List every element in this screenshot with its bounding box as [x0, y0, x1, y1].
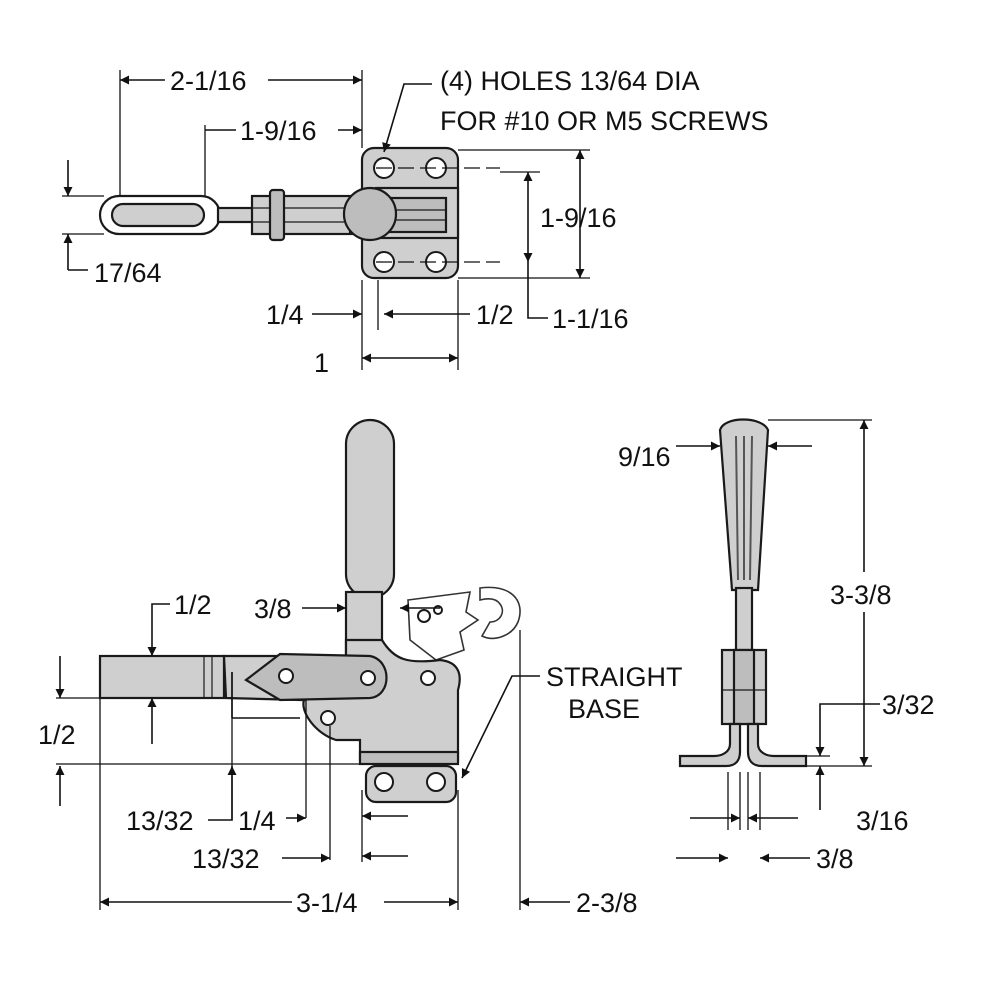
dim-pivot-offset-c: 13/32 — [192, 844, 260, 874]
dim-top-hole-spacing-vertical: 1-9/16 — [540, 203, 617, 233]
dim-base-flange: 3/8 — [816, 844, 854, 874]
dim-top-width-overall: 2-1/16 — [170, 66, 247, 96]
side-view: 3/8 1/2 1/2 STRAIGHT BASE 13/32 1/4 13/3… — [38, 418, 683, 918]
side-ghost-arm — [407, 591, 480, 661]
end-base-feet — [678, 722, 742, 768]
top-pivot-hub — [342, 186, 398, 242]
top-handle-slot — [110, 202, 206, 228]
dim-handle-loop-height: 17/64 — [94, 258, 162, 288]
end-view: 9/16 3-3/8 3/32 3/16 3/8 — [618, 418, 935, 874]
side-handle-grip — [344, 418, 396, 600]
dim-side-height: 1/2 — [38, 720, 76, 750]
side-base-hole-2 — [426, 772, 446, 792]
side-base — [358, 750, 460, 766]
dim-open-clearance: 2-3/8 — [576, 888, 638, 918]
dim-top-width-inner: 1-9/16 — [240, 116, 317, 146]
end-body-inner — [732, 648, 756, 726]
dim-handle-offset: 3/8 — [254, 594, 292, 624]
dim-top-edge-offset: 1/4 — [266, 300, 304, 330]
dim-top-hole-spacing-horizontal: 1/2 — [476, 300, 514, 330]
holes-note-line2: FOR #10 OR M5 SCREWS — [440, 106, 769, 136]
dim-overall-length: 3-1/4 — [296, 888, 358, 918]
dim-slot-width: 3/16 — [856, 806, 909, 836]
side-pivot-1 — [278, 668, 294, 684]
side-pivot-4 — [320, 710, 336, 726]
top-arm-rivet-left — [268, 188, 286, 242]
dim-pivot-offset-b: 1/4 — [238, 806, 276, 836]
top-view: 2-1/16 1-9/16 (4) HOLES 13/64 DIA FOR #1… — [62, 66, 769, 378]
dim-pivot-offset-a: 13/32 — [126, 806, 194, 836]
end-handle-shaft — [734, 586, 754, 654]
straight-base-line1: STRAIGHT — [546, 662, 683, 692]
side-base-hole-1 — [374, 772, 394, 792]
straight-base-line2: BASE — [568, 694, 640, 724]
side-frame — [302, 638, 461, 762]
dim-bar-height: 1/2 — [174, 590, 212, 620]
side-toggle-link — [244, 652, 388, 702]
holes-note-line1: (4) HOLES 13/64 DIA — [440, 66, 700, 96]
top-arm-body — [250, 194, 354, 236]
side-pivot-3 — [420, 670, 436, 686]
dim-top-base-width: 1 — [314, 348, 329, 378]
side-clamp-bar — [98, 654, 226, 700]
dim-handle-height: 3-3/8 — [830, 580, 892, 610]
side-ghost-hook — [479, 586, 521, 640]
dim-handle-grip-width: 9/16 — [618, 442, 671, 472]
side-pivot-2 — [360, 670, 376, 686]
dim-top-base-depth: 1-1/16 — [552, 304, 629, 334]
dim-base-thickness: 3/32 — [882, 690, 935, 720]
